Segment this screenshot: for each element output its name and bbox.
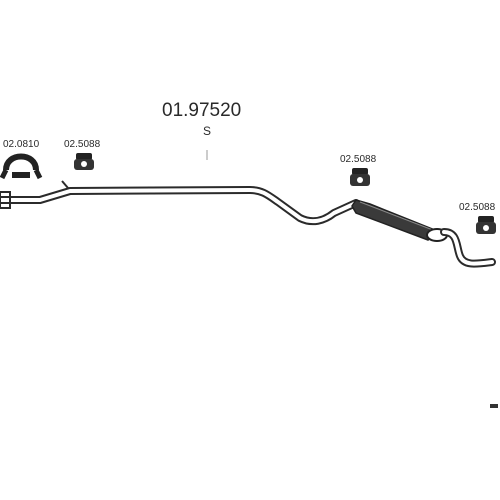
part-number-label: 02.0810 — [3, 139, 40, 150]
tailpipe — [440, 228, 496, 268]
rubber-mount-icon — [476, 216, 496, 234]
silencer — [351, 199, 448, 242]
main-part-number: 01.97520 — [162, 100, 241, 121]
part-number-label: 02.5088 — [459, 202, 496, 213]
corner-mark — [490, 404, 498, 408]
part-number-label: 02.5088 — [340, 154, 377, 165]
variant-code: S — [203, 124, 211, 138]
rubber-mount-icon — [350, 168, 370, 186]
part-number-label: 02.5088 — [64, 139, 101, 150]
exhaust-pipe — [0, 180, 360, 226]
rubber-mount-icon — [74, 153, 94, 170]
clamp-icon — [0, 153, 43, 180]
